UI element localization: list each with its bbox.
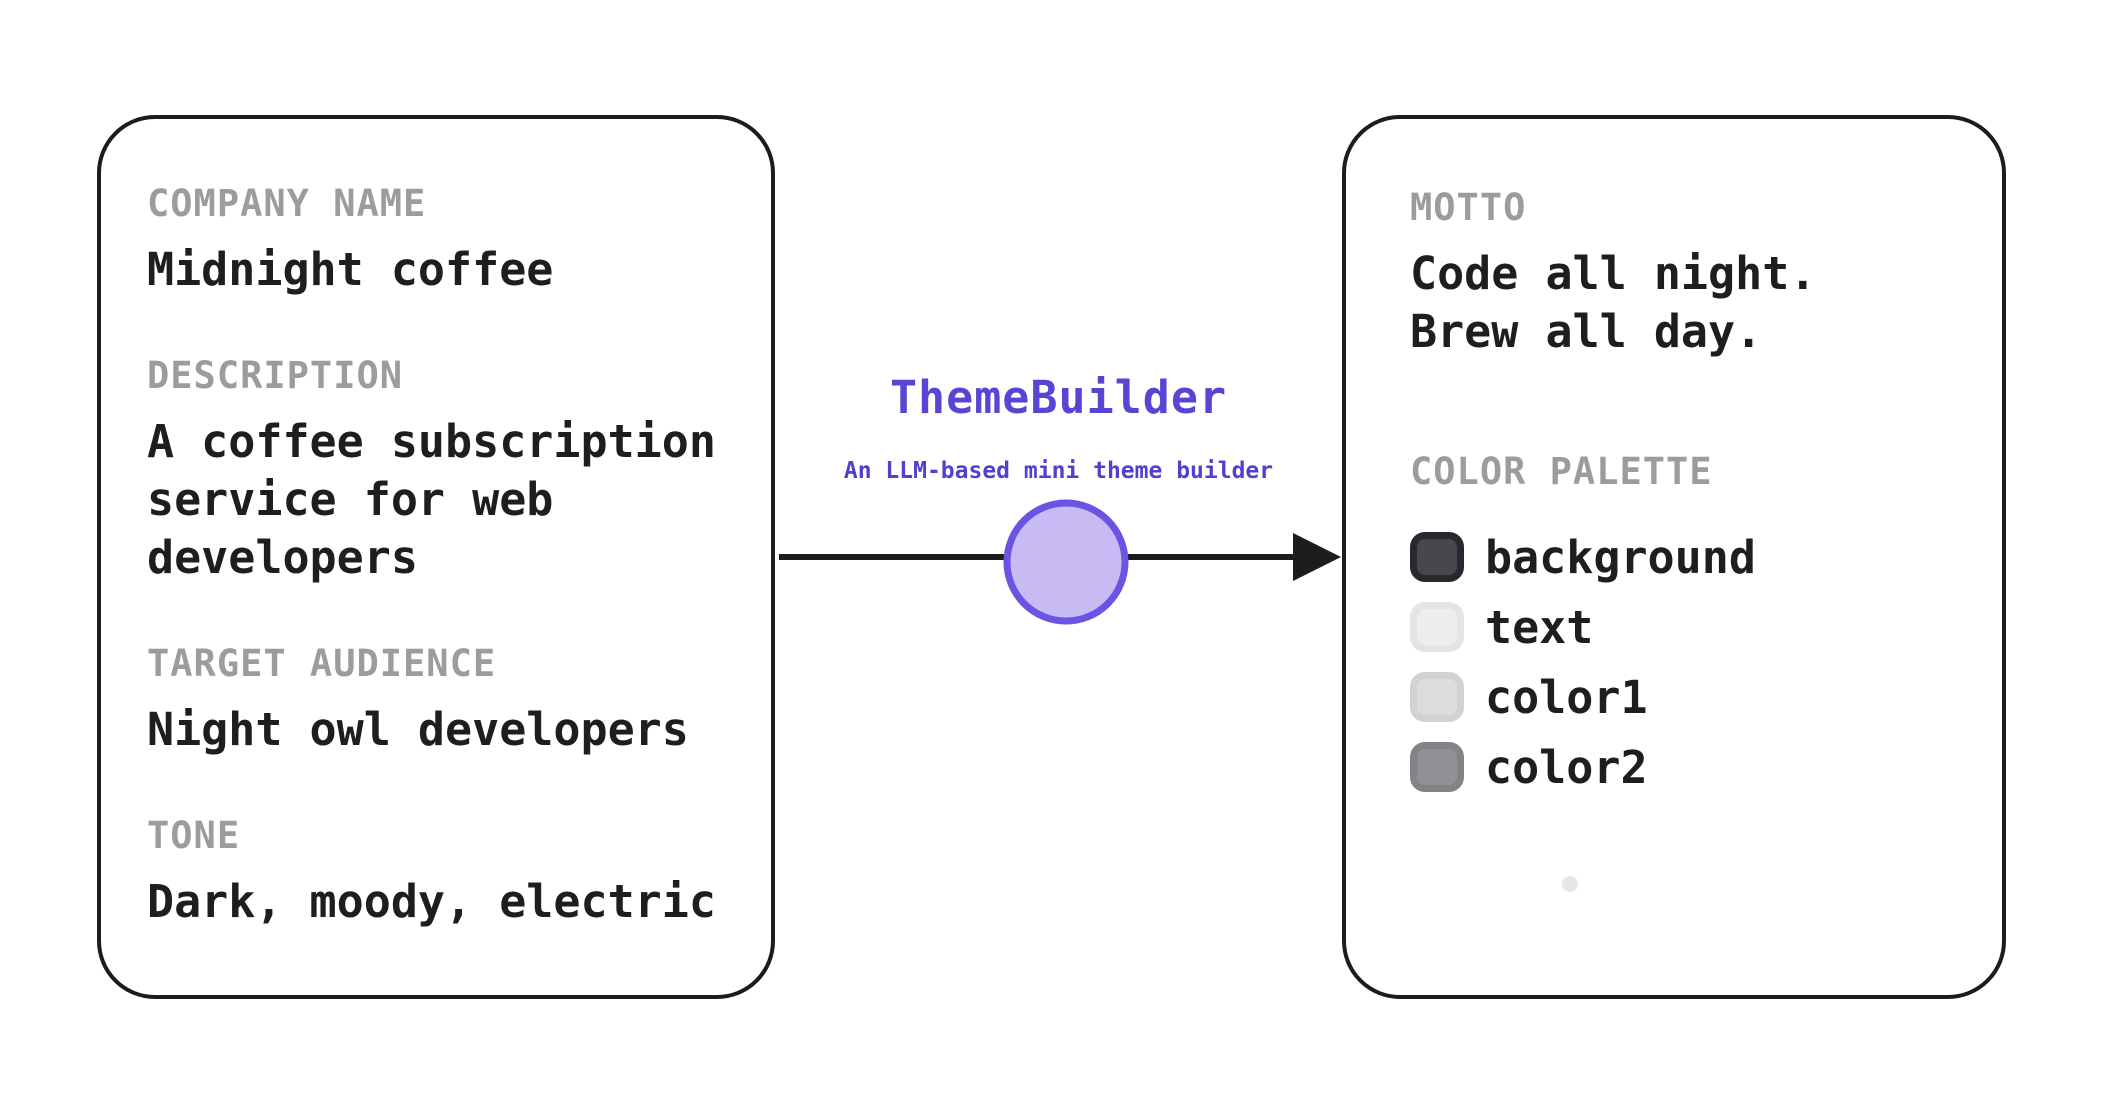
palette-label: COLOR PALETTE (1410, 450, 1713, 493)
palette-row-background: background (1410, 530, 1974, 584)
swatch-name: background (1485, 530, 1756, 584)
field-tone: TONE Dark, moody, electric (147, 813, 737, 931)
color-swatch-text (1410, 602, 1464, 652)
field-value: A coffee subscription service for web de… (147, 415, 716, 584)
builder-subtitle: An LLM-based mini theme builder (843, 458, 1274, 484)
color-swatch-background (1410, 532, 1464, 582)
field-label: MOTTO (1410, 186, 1527, 229)
field-company-name: COMPANY NAME Midnight coffee (147, 181, 737, 299)
color-palette-list: background text color1 color2 (1410, 530, 1974, 794)
swatch-name: color2 (1485, 740, 1648, 794)
palette-row-color2: color2 (1410, 740, 1974, 794)
field-value: Night owl developers (147, 703, 689, 756)
field-description: DESCRIPTION A coffee subscription servic… (147, 353, 737, 587)
field-label: TARGET AUDIENCE (147, 642, 497, 685)
color-swatch-color2 (1410, 742, 1464, 792)
color-swatch-color1 (1410, 672, 1464, 722)
stray-dot (1562, 876, 1578, 892)
field-label: TONE (147, 814, 241, 857)
field-label: DESCRIPTION (147, 354, 404, 397)
field-label: COMPANY NAME (147, 182, 427, 225)
builder-title: ThemeBuilder (889, 371, 1228, 424)
field-motto: MOTTO Code all night. Brew all day. (1410, 185, 1974, 361)
motto-line-1: Code all night. (1410, 247, 1817, 300)
input-card: COMPANY NAME Midnight coffee DESCRIPTION… (97, 115, 775, 999)
flow-arrowhead-icon (1293, 533, 1341, 581)
motto-line-2: Brew all day. (1410, 305, 1763, 358)
builder-node (1003, 499, 1129, 625)
swatch-name: text (1485, 600, 1594, 654)
palette-row-text: text (1410, 600, 1974, 654)
field-target-audience: TARGET AUDIENCE Night owl developers (147, 641, 737, 759)
output-card: MOTTO Code all night. Brew all day. COLO… (1342, 115, 2006, 999)
field-value: Dark, moody, electric (147, 875, 716, 928)
swatch-name: color1 (1485, 670, 1648, 724)
field-value: Midnight coffee (147, 243, 554, 296)
palette-row-color1: color1 (1410, 670, 1974, 724)
